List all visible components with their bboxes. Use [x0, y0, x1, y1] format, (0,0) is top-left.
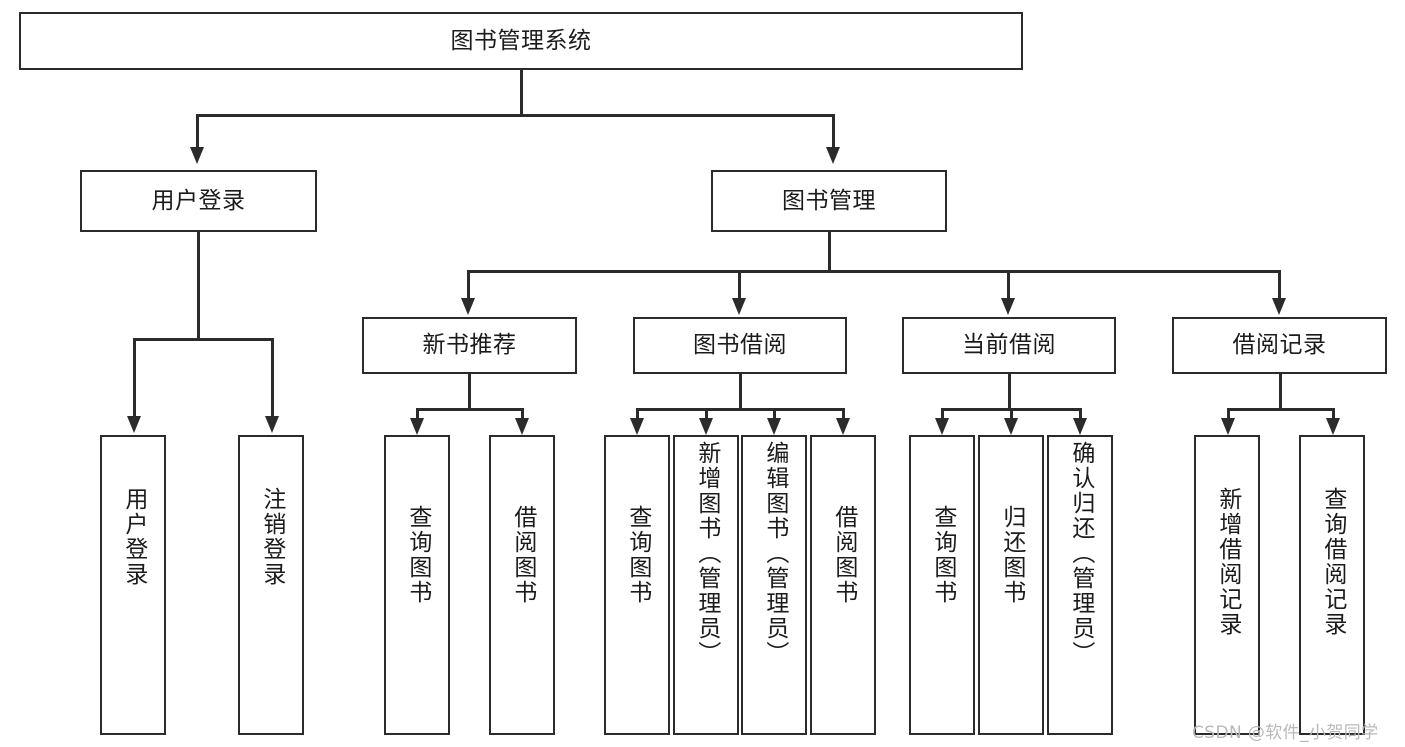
leaf-return-book[interactable]: 归还图书 [978, 435, 1044, 735]
node-label: 借阅图书 [509, 505, 536, 605]
connector-current-borrow-c1 [941, 408, 944, 422]
node-label: 新书推荐 [422, 332, 517, 359]
node-label: 用户登录 [151, 187, 246, 214]
csdn-watermark: CSDN @软件_小贺同学 [1192, 723, 1379, 743]
leaf-query-book-1[interactable]: 查询图书 [384, 435, 450, 735]
node-label: 图书借阅 [693, 332, 787, 359]
node-label: 当前借阅 [962, 332, 1056, 359]
connector-root-bus [197, 114, 834, 117]
arrowhead-leaf-user-login [127, 416, 141, 433]
node-book-borrow[interactable]: 图书借阅 [633, 317, 847, 374]
connector-book-borrow-c3 [773, 408, 776, 422]
connector-book-borrow-c1 [636, 408, 639, 422]
connector-new-book-bus [417, 408, 523, 411]
connector-new-book-stem [468, 374, 471, 410]
connector-borrow-record-stem [1279, 374, 1282, 410]
arrowhead-to-new-book-recommend [461, 298, 475, 315]
node-label: 新增图书（管理员） [693, 441, 720, 666]
leaf-query-book-2[interactable]: 查询图书 [604, 435, 670, 735]
arrowhead-leaf-add-record [1221, 418, 1235, 435]
leaf-query-record[interactable]: 查询借阅记录 [1299, 435, 1365, 735]
node-label: 确认归还（管理员） [1067, 441, 1094, 666]
connector-current-borrow-c3 [1079, 408, 1082, 422]
connector-book-borrow-c2 [705, 408, 708, 422]
node-label: 查询图书 [404, 505, 431, 605]
connector-root-stem [520, 70, 523, 116]
arrowhead-leaf-borrow-book-2 [836, 418, 850, 435]
node-user-login[interactable]: 用户登录 [80, 170, 317, 232]
connector-to-user-login [196, 114, 199, 149]
connector-book-borrow-bus [637, 408, 844, 411]
arrowhead-leaf-query-book-2 [630, 418, 644, 435]
connector-user-login-left [133, 338, 136, 418]
node-label: 查询图书 [929, 505, 956, 605]
node-label: 注销登录 [258, 487, 285, 587]
arrowhead-leaf-query-book-3 [935, 418, 949, 435]
connector-current-borrow-c2 [1010, 408, 1013, 422]
node-book-manage[interactable]: 图书管理 [711, 170, 947, 232]
arrowhead-to-borrow-record [1272, 298, 1286, 315]
arrowhead-to-user-login [190, 147, 204, 164]
node-label: 查询图书 [624, 505, 651, 605]
connector-new-book-left [416, 408, 419, 422]
arrowhead-leaf-confirm-return [1073, 418, 1087, 435]
connector-book-manage-stem [828, 232, 831, 272]
connector-user-login-stem [197, 232, 200, 340]
connector-book-borrow-stem [739, 374, 742, 410]
leaf-confirm-return[interactable]: 确认归还（管理员） [1047, 435, 1113, 735]
node-current-borrow[interactable]: 当前借阅 [902, 317, 1116, 374]
connector-borrow-record-right [1332, 408, 1335, 422]
connector-book-manage-bus [468, 270, 1280, 273]
leaf-query-book-3[interactable]: 查询图书 [909, 435, 975, 735]
connector-to-book-borrow [738, 270, 741, 300]
connector-borrow-record-left [1227, 408, 1230, 422]
connector-to-current-borrow [1007, 270, 1010, 300]
node-borrow-record[interactable]: 借阅记录 [1172, 317, 1387, 374]
leaf-edit-book[interactable]: 编辑图书（管理员） [741, 435, 807, 735]
node-label: 图书管理 [782, 187, 876, 214]
connector-user-login-bus [134, 338, 273, 341]
leaf-user-login[interactable]: 用户登录 [100, 435, 166, 735]
connector-to-book-manage [832, 114, 835, 149]
connector-to-borrow-record [1278, 270, 1281, 300]
node-label: 新增借阅记录 [1214, 487, 1241, 637]
node-label: 查询借阅记录 [1319, 487, 1346, 637]
node-label: 归还图书 [998, 505, 1025, 605]
arrowhead-to-book-borrow [732, 298, 746, 315]
node-label: 图书管理系统 [450, 27, 592, 54]
arrowhead-leaf-query-record [1326, 418, 1340, 435]
connector-borrow-record-bus [1228, 408, 1334, 411]
leaf-borrow-book-2[interactable]: 借阅图书 [810, 435, 876, 735]
leaf-add-record[interactable]: 新增借阅记录 [1194, 435, 1260, 735]
arrowhead-leaf-logout [265, 416, 279, 433]
connector-user-login-right [271, 338, 274, 418]
arrowhead-leaf-query-book-1 [410, 418, 424, 435]
leaf-logout[interactable]: 注销登录 [238, 435, 304, 735]
connector-to-new-book-recommend [467, 270, 470, 300]
connector-new-book-right [521, 408, 524, 422]
arrowhead-leaf-borrow-book-1 [515, 418, 529, 435]
arrowhead-leaf-add-book [699, 418, 713, 435]
leaf-borrow-book-1[interactable]: 借阅图书 [489, 435, 555, 735]
node-label: 借阅图书 [830, 505, 857, 605]
connector-current-borrow-stem [1008, 374, 1011, 410]
node-new-book-recommend[interactable]: 新书推荐 [362, 317, 577, 374]
arrowhead-leaf-return-book [1004, 418, 1018, 435]
leaf-add-book[interactable]: 新增图书（管理员） [673, 435, 739, 735]
connector-book-borrow-c4 [842, 408, 845, 422]
arrowhead-to-book-manage [826, 147, 840, 164]
node-label: 编辑图书（管理员） [761, 441, 788, 666]
node-root-book-management-system[interactable]: 图书管理系统 [19, 12, 1023, 70]
node-label: 用户登录 [120, 487, 147, 587]
node-label: 借阅记录 [1232, 332, 1327, 359]
arrowhead-leaf-edit-book [767, 418, 781, 435]
arrowhead-to-current-borrow [1001, 298, 1015, 315]
